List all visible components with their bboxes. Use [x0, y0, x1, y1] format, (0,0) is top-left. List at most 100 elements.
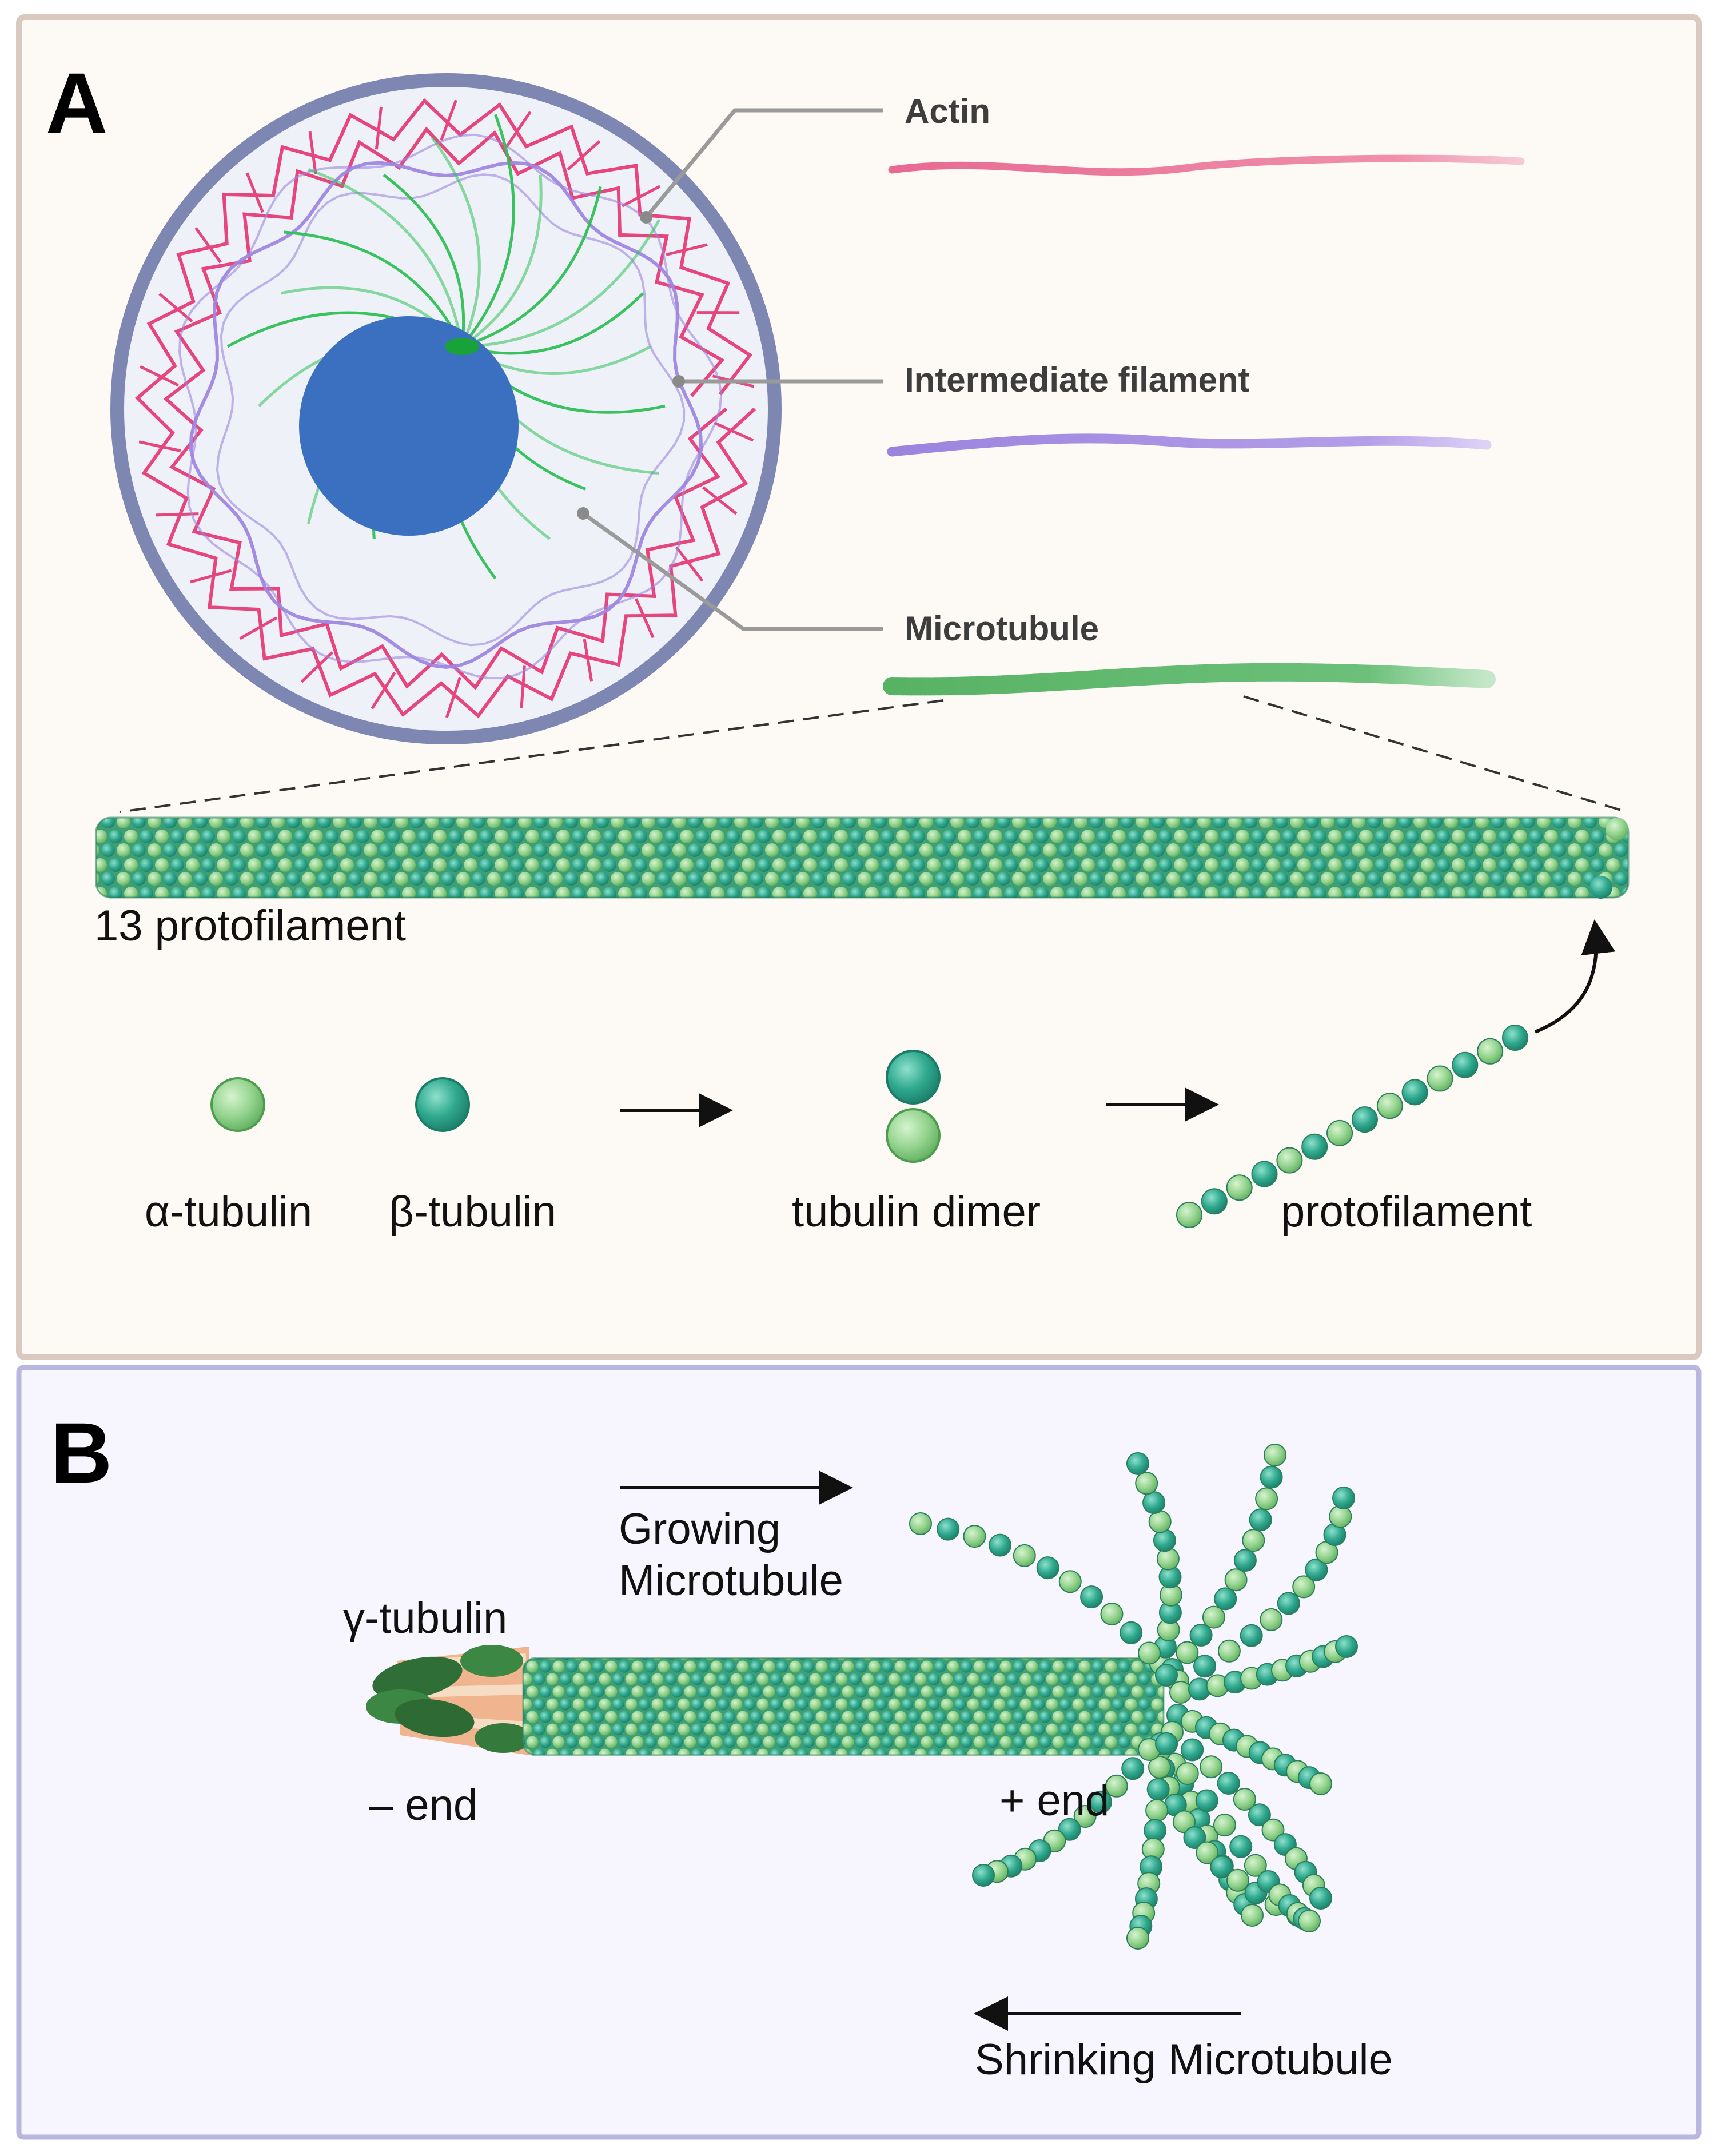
protofilament-subunit — [1226, 1174, 1253, 1201]
peeling-protofilament-subunit — [1155, 1664, 1178, 1687]
peeling-protofilament-subunit — [1181, 1738, 1204, 1762]
peeling-protofilament-subunit — [1138, 1641, 1161, 1665]
protofilament-subunit — [1326, 1119, 1353, 1146]
beta-tubulin-monomer — [415, 1077, 470, 1132]
peeling-protofilament-subunit — [1196, 1841, 1219, 1864]
peeling-protofilament-subunit — [1195, 1789, 1218, 1812]
peeling-protofilament-subunit — [1213, 1814, 1236, 1837]
alpha-tubulin-monomer — [210, 1077, 265, 1132]
peeling-protofilament-subunit — [1013, 1544, 1036, 1567]
cell-illustration — [110, 73, 782, 744]
peeling-protofilament-subunit — [1242, 1529, 1265, 1552]
peeling-protofilament-subunit — [1121, 1757, 1145, 1780]
microtubule-label: Microtubule — [905, 609, 1099, 648]
microtubule-strand — [461, 219, 661, 348]
actin-strands — [134, 98, 756, 719]
actin-branches — [138, 99, 755, 718]
peeling-protofilament-subunit — [909, 1512, 932, 1535]
peeling-protofilament-subunit — [1292, 1575, 1316, 1599]
peeling-protofilament-subunit — [1126, 1452, 1149, 1475]
peeling-protofilament-subunit — [1305, 1558, 1328, 1581]
peeling-protofilament-subunit — [1120, 1621, 1143, 1644]
alpha-tubulin-label: α-tubulin — [145, 1187, 312, 1236]
protofilament-subunit — [1251, 1161, 1278, 1187]
peeling-protofilaments — [909, 1444, 1358, 1950]
microtubule-leader-line — [581, 512, 883, 631]
peeling-protofilament-subunit — [1217, 1772, 1240, 1795]
peeling-protofilament-subunit — [1224, 1568, 1248, 1592]
microtubule-strand — [284, 230, 464, 348]
protofilament-subunit — [1276, 1147, 1303, 1174]
microtubule-strand — [308, 168, 464, 347]
actin-pointer-dot — [640, 211, 652, 224]
peeling-protofilament-subunit — [1148, 1510, 1172, 1533]
panel-a-letter: A — [46, 55, 107, 151]
protofilament-subunit — [1502, 1025, 1528, 1051]
intermediate-filament-network — [178, 133, 723, 680]
panel-b: B Growing Microtubule γ-tubulin – end + … — [16, 1365, 1702, 2140]
gamma-tubulin-ring-complex — [366, 1645, 532, 1755]
microtubule-strand — [431, 136, 481, 347]
protofilament-label: protofilament — [1281, 1187, 1532, 1236]
peeling-protofilament-subunit — [1244, 1854, 1267, 1877]
actin-filament-sample — [888, 154, 1525, 176]
microtubule-strand — [461, 186, 602, 348]
protofilament-subunit — [1452, 1051, 1479, 1078]
peeling-protofilament-subunit — [1233, 1788, 1256, 1811]
peeling-protofilament-subunit — [1240, 1624, 1263, 1647]
intermediate-filament-label: Intermediate filament — [905, 361, 1250, 399]
peeling-protofilament-subunit — [1146, 1778, 1170, 1801]
peeling-protofilament-subunit — [989, 1533, 1012, 1557]
dimer-beta-subunit — [886, 1050, 941, 1105]
peeling-protofilament-subunit — [1260, 1608, 1283, 1631]
peeling-protofilament-subunit — [1135, 1472, 1158, 1495]
peeling-protofilament-subunit — [1233, 1549, 1257, 1572]
peeling-protofilament-subunit — [1073, 1805, 1097, 1828]
peeling-protofilament-subunit — [1173, 1810, 1196, 1834]
actin-network — [134, 98, 756, 719]
peeling-protofilament-subunit — [1200, 1755, 1223, 1779]
peeling-protofilament-subunit — [1169, 1681, 1192, 1704]
arrow-protofilament-to-microtubule — [1534, 919, 1616, 1034]
peeling-protofilament-subunit — [963, 1525, 986, 1548]
peeling-protofilament-subunit — [1202, 1605, 1225, 1629]
peeling-protofilament-subunit — [1210, 1855, 1233, 1879]
peeling-protofilament-subunit — [1058, 1570, 1082, 1593]
peeling-protofilament-subunit — [1255, 1487, 1278, 1511]
growing-label-line1: Growing — [619, 1505, 780, 1553]
peeling-protofilament-subunit — [1148, 1755, 1171, 1779]
peeling-protofilament-subunit — [1264, 1444, 1286, 1466]
peeling-protofilament-subunit — [1105, 1774, 1128, 1798]
plus-end-label: + end — [999, 1776, 1109, 1825]
protofilament-subunit — [1351, 1106, 1378, 1133]
peeling-protofilament-subunit — [1036, 1556, 1059, 1580]
actin-label: Actin — [905, 92, 990, 130]
protofilament-subunit — [1427, 1065, 1453, 1092]
peeling-protofilament-subunit — [1142, 1491, 1166, 1515]
peeling-protofilament-subunit — [1183, 1826, 1206, 1850]
peeling-protofilament-subunit — [1217, 1639, 1241, 1663]
intermediate-filament-strand — [189, 161, 703, 669]
peeling-protofilament-subunit — [1214, 1587, 1237, 1611]
microtubule-filament-sample — [883, 663, 1496, 696]
protofilament-subunit — [1477, 1038, 1504, 1065]
peeling-protofilament-subunit — [1080, 1585, 1103, 1609]
peeling-protofilament-subunit — [1298, 1910, 1321, 1932]
peeling-protofilament-subunit — [1153, 1529, 1176, 1552]
peeling-protofilament-subunit — [1176, 1641, 1199, 1664]
peeling-protofilament-subunit — [972, 1864, 995, 1887]
intermediate-filament-strand — [178, 133, 723, 680]
nucleus — [299, 316, 519, 536]
zoom-guide-right — [1243, 695, 1627, 813]
actin-leader-line — [644, 108, 883, 219]
peeling-protofilament-subunit — [1277, 1592, 1300, 1615]
peeling-protofilament-subunit — [1193, 1655, 1216, 1678]
microtubule-strand — [383, 173, 465, 347]
growing-label-line2: Microtubule — [619, 1556, 843, 1605]
intermediate-filament-pointer-dot — [672, 375, 685, 388]
peeling-protofilament-subunit — [1089, 1790, 1112, 1814]
growing-microtubule-body — [523, 1658, 1164, 1755]
protofilament-subunit — [1301, 1133, 1328, 1160]
peeling-protofilament-subunit — [1126, 1927, 1149, 1950]
protofilament-subunit — [1176, 1202, 1202, 1228]
